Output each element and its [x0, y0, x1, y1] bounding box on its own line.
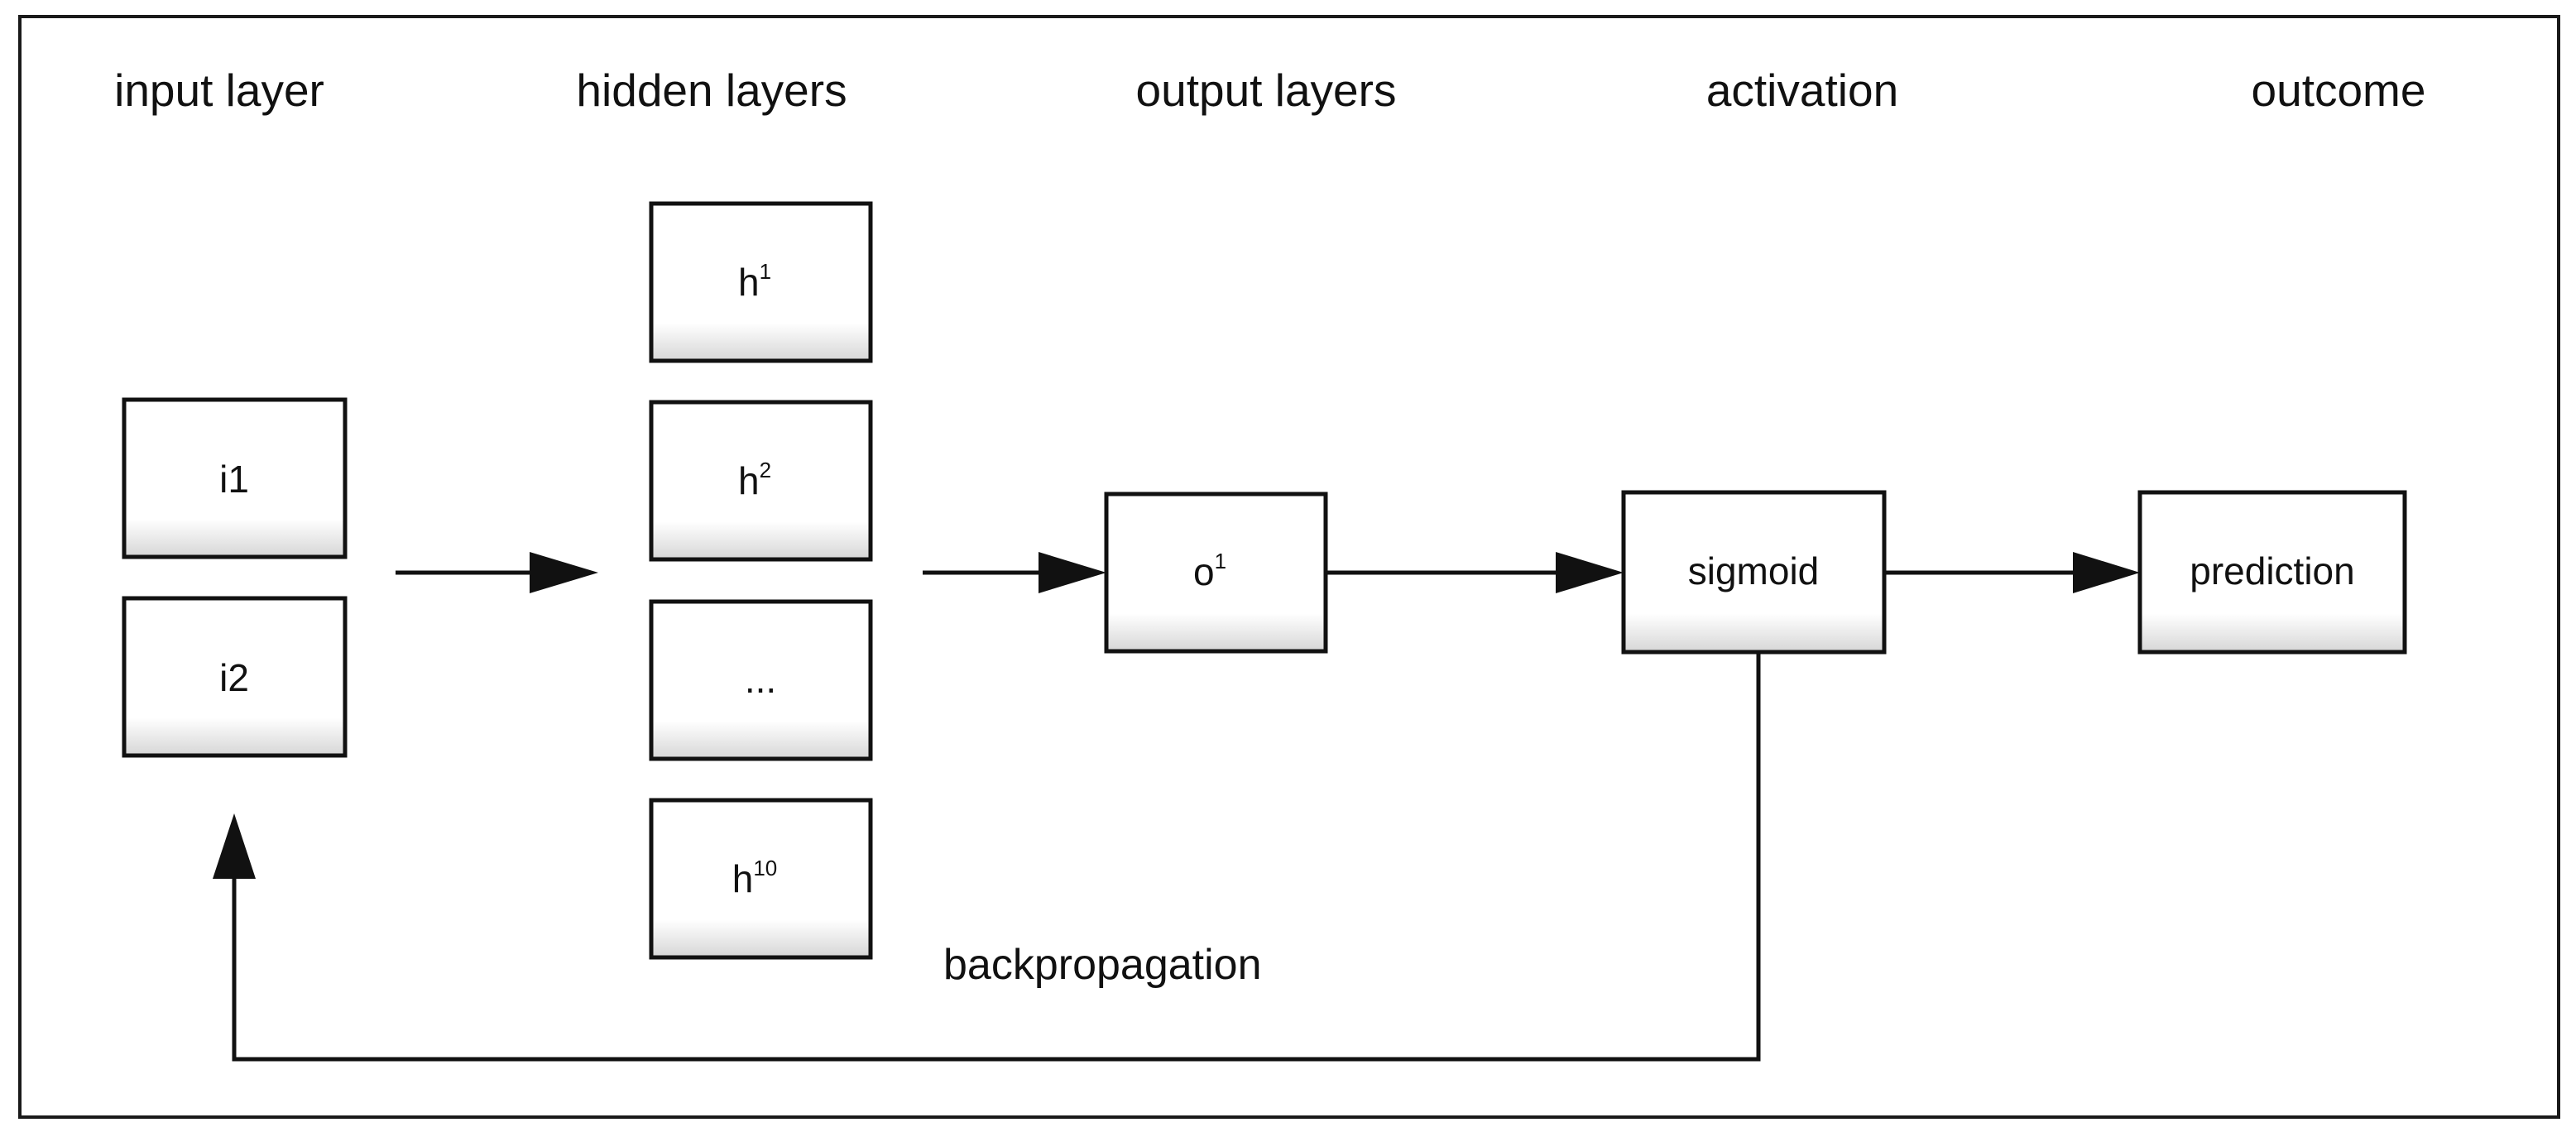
svg-text:...: ...	[745, 658, 776, 701]
node-h1: h1	[649, 201, 873, 363]
arrow-input-to-hidden	[396, 552, 598, 593]
backpropagation-arrow	[213, 652, 1761, 1062]
column-label-output-layers: output layers	[1136, 65, 1397, 116]
arrow-activation-to-prediction	[1884, 552, 2140, 593]
column-label-input-layer: input layer	[114, 65, 324, 116]
svg-text:i2: i2	[219, 656, 249, 699]
svg-text:h2: h2	[738, 458, 771, 502]
column-label-outcome: outcome	[2252, 65, 2426, 116]
node-prediction: prediction	[2137, 490, 2407, 655]
diagram-frame	[18, 15, 2560, 1119]
svg-text:i1: i1	[219, 458, 249, 501]
arrow-output-to-activation	[1326, 552, 1624, 593]
svg-text:o1: o1	[1193, 549, 1226, 593]
svg-text:h1: h1	[738, 259, 771, 304]
arrow-hidden-to-output	[923, 552, 1106, 593]
node-o1: o1	[1104, 492, 1328, 654]
node-i1: i1	[122, 397, 348, 559]
node-h2: h2	[649, 400, 873, 562]
column-label-hidden-layers: hidden layers	[576, 65, 847, 116]
node-h10: h10	[649, 798, 873, 960]
backpropagation-label: backpropagation	[943, 941, 1262, 989]
svg-text:h10: h10	[732, 856, 778, 900]
node-sigmoid: sigmoid	[1621, 490, 1887, 655]
node-hidden-ellipsis: ...	[649, 599, 873, 761]
svg-text:prediction: prediction	[2190, 549, 2354, 592]
column-label-activation: activation	[1706, 65, 1898, 116]
svg-text:sigmoid: sigmoid	[1688, 549, 1820, 592]
node-i2: i2	[122, 596, 348, 758]
